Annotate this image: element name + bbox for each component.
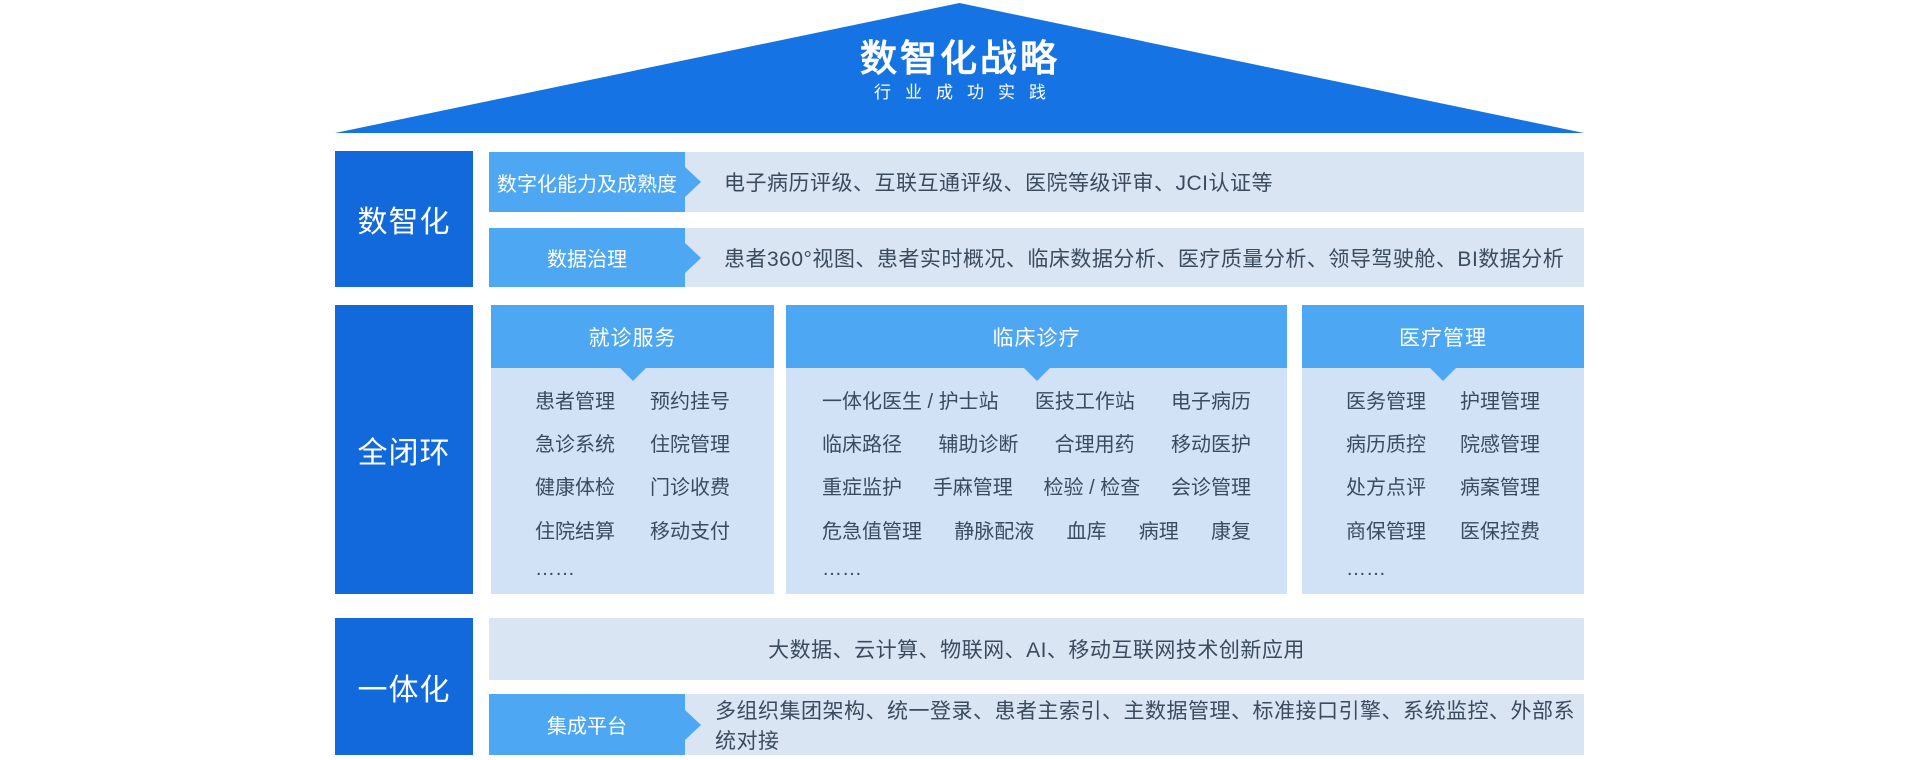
roof-subtitle: 行业成功实践 bbox=[874, 83, 1060, 102]
list-row-ellipsis: …… bbox=[1302, 558, 1584, 581]
list-item: 危急值管理 bbox=[822, 520, 922, 543]
side-label-integrated: 一体化 bbox=[335, 618, 473, 755]
list-item: 康复 bbox=[1211, 520, 1251, 543]
list-item: 合理用药 bbox=[1054, 434, 1135, 457]
row-integration-platform-text: 多组织集团架构、统一登录、患者主索引、主数据管理、标准接口引擎、系统监控、外部系… bbox=[715, 699, 1575, 753]
list-row-ellipsis: …… bbox=[491, 558, 774, 581]
list-row: 住院结算 移动支付 bbox=[491, 515, 774, 544]
column-services-header: 就诊服务 bbox=[491, 305, 774, 381]
column-services-body: 患者管理 预约挂号 急诊系统 住院管理 健康体检 门诊收费 住院结算 移动支付 … bbox=[491, 368, 774, 594]
side-label-integrated-text: 一体化 bbox=[357, 673, 451, 707]
side-label-closedloop: 全闭环 bbox=[335, 305, 473, 594]
list-item: 商保管理 bbox=[1346, 520, 1426, 543]
list-item: …… bbox=[1346, 557, 1386, 580]
list-item: 静脉配液 bbox=[954, 520, 1035, 543]
row-technology-text: 大数据、云计算、物联网、AI、移动互联网技术创新应用 bbox=[768, 639, 1305, 662]
list-item: 预约挂号 bbox=[650, 391, 730, 414]
list-row: 急诊系统 住院管理 bbox=[491, 428, 774, 457]
column-clinical-care: 临床诊疗 一体化医生 / 护士站 医技工作站 电子病历 临床路径 辅助诊断 合理… bbox=[786, 305, 1287, 594]
column-medical-management: 医疗管理 医务管理 护理管理 病历质控 院感管理 处方点评 病案管理 商保管理 … bbox=[1302, 305, 1584, 594]
column-management-header: 医疗管理 bbox=[1302, 305, 1584, 381]
list-item: 会诊管理 bbox=[1170, 477, 1251, 500]
list-item: …… bbox=[822, 557, 862, 580]
list-row: 健康体检 门诊收费 bbox=[491, 471, 774, 500]
list-item: 门诊收费 bbox=[650, 477, 730, 500]
list-row: 病历质控 院感管理 bbox=[1302, 428, 1584, 457]
row-technology: 大数据、云计算、物联网、AI、移动互联网技术创新应用 bbox=[489, 618, 1584, 680]
arrow-label-governance-text: 数据治理 bbox=[547, 249, 627, 271]
column-services-header-text: 就诊服务 bbox=[588, 326, 677, 350]
column-clinical-header: 临床诊疗 bbox=[786, 305, 1287, 381]
list-item: 医保控费 bbox=[1460, 520, 1540, 543]
list-row: 医务管理 护理管理 bbox=[1302, 385, 1584, 414]
roof-title: 数智化战略 bbox=[860, 38, 1060, 79]
list-row: 危急值管理 静脉配液 血库 病理 康复 bbox=[786, 515, 1287, 544]
list-item: 护理管理 bbox=[1460, 391, 1540, 414]
list-item: 住院结算 bbox=[535, 520, 615, 543]
arrow-label-platform-text: 集成平台 bbox=[547, 716, 627, 738]
list-row-ellipsis: …… bbox=[786, 558, 1287, 581]
list-row: 重症监护 手麻管理 检验 / 检查 会诊管理 bbox=[786, 471, 1287, 500]
column-management-body: 医务管理 护理管理 病历质控 院感管理 处方点评 病案管理 商保管理 医保控费 … bbox=[1302, 368, 1584, 594]
arrow-label-capability: 数字化能力及成熟度 bbox=[489, 152, 701, 212]
column-clinical-header-text: 临床诊疗 bbox=[992, 326, 1081, 350]
list-item: 辅助诊断 bbox=[938, 434, 1019, 457]
list-item: 电子病历 bbox=[1170, 391, 1251, 414]
list-item: 处方点评 bbox=[1346, 477, 1426, 500]
list-row: 处方点评 病案管理 bbox=[1302, 471, 1584, 500]
list-item: 重症监护 bbox=[822, 477, 902, 500]
list-item: 移动医护 bbox=[1170, 434, 1251, 457]
list-item: 病案管理 bbox=[1460, 477, 1540, 500]
list-row: 患者管理 预约挂号 bbox=[491, 385, 774, 414]
side-label-digital-text: 数智化 bbox=[357, 206, 451, 239]
list-item: 病历质控 bbox=[1346, 434, 1426, 457]
list-item: 移动支付 bbox=[650, 520, 730, 543]
list-item: 一体化医生 / 护士站 bbox=[822, 391, 999, 414]
list-item: 住院管理 bbox=[650, 434, 730, 457]
list-item: 医技工作站 bbox=[1034, 391, 1135, 414]
down-notch-icon bbox=[618, 367, 647, 381]
column-clinical-body: 一体化医生 / 护士站 医技工作站 电子病历 临床路径 辅助诊断 合理用药 移动… bbox=[786, 368, 1287, 594]
row-digital-capability: 数字化能力及成熟度 电子病历评级、互联互通评级、医院等级评审、JCI认证等 bbox=[489, 152, 1584, 212]
list-item: 手麻管理 bbox=[932, 477, 1013, 500]
list-item: 临床路径 bbox=[822, 434, 902, 457]
side-label-digital: 数智化 bbox=[335, 151, 473, 287]
arrow-label-platform: 集成平台 bbox=[489, 694, 701, 755]
list-item: 血库 bbox=[1066, 520, 1107, 543]
list-row: 一体化医生 / 护士站 医技工作站 电子病历 bbox=[786, 385, 1287, 414]
list-row: 商保管理 医保控费 bbox=[1302, 515, 1584, 544]
list-item: 检验 / 检查 bbox=[1043, 477, 1141, 500]
row-data-governance-text: 患者360°视图、患者实时概况、临床数据分析、医疗质量分析、领导驾驶舱、BI数据… bbox=[724, 247, 1565, 271]
list-item: 健康体检 bbox=[535, 477, 615, 500]
row-data-governance: 数据治理 患者360°视图、患者实时概况、临床数据分析、医疗质量分析、领导驾驶舱… bbox=[489, 228, 1584, 287]
side-label-closedloop-text: 全闭环 bbox=[357, 436, 451, 470]
list-row: 临床路径 辅助诊断 合理用药 移动医护 bbox=[786, 428, 1287, 457]
column-management-header-text: 医疗管理 bbox=[1399, 326, 1487, 350]
list-item: …… bbox=[535, 557, 575, 580]
down-notch-icon bbox=[1429, 367, 1457, 381]
arrow-label-capability-text: 数字化能力及成熟度 bbox=[497, 173, 677, 196]
list-item: 医务管理 bbox=[1346, 391, 1426, 414]
row-digital-capability-text: 电子病历评级、互联互通评级、医院等级评审、JCI认证等 bbox=[724, 172, 1273, 195]
list-item: 急诊系统 bbox=[535, 434, 615, 457]
down-notch-icon bbox=[1022, 367, 1051, 381]
column-outpatient-services: 就诊服务 患者管理 预约挂号 急诊系统 住院管理 健康体检 门诊收费 住院结算 … bbox=[491, 305, 774, 594]
list-item: 病理 bbox=[1138, 520, 1179, 543]
list-item: 患者管理 bbox=[535, 391, 615, 414]
row-integration-platform: 集成平台 多组织集团架构、统一登录、患者主索引、主数据管理、标准接口引擎、系统监… bbox=[489, 694, 1584, 755]
arrow-label-governance: 数据治理 bbox=[489, 228, 701, 287]
list-item: 院感管理 bbox=[1460, 434, 1540, 457]
